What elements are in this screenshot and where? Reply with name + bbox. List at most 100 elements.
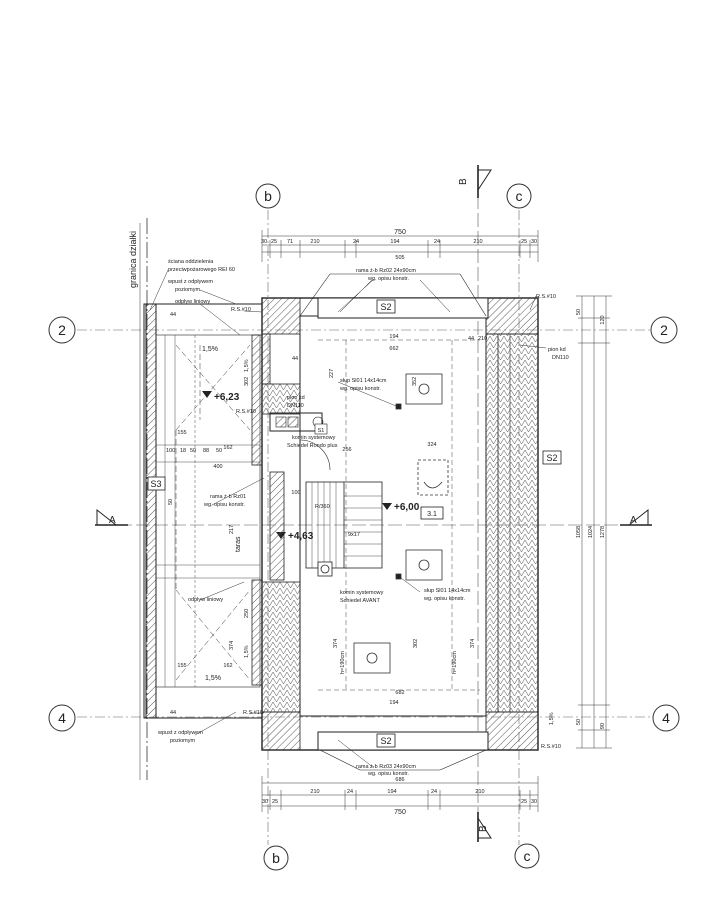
- svg-text:komin systemowy: komin systemowy: [340, 590, 384, 596]
- section-mark-b-bottom: B: [477, 812, 492, 842]
- top-dormer-frame: [299, 273, 489, 319]
- room-tag-3-1: 3.1: [420, 506, 444, 520]
- svg-text:b: b: [272, 850, 280, 866]
- bottom-dormer-frame: [317, 731, 489, 771]
- gutter-note-top: odpływ liniowy: [175, 299, 210, 305]
- dim-bottom-end-1: 30: [262, 799, 268, 805]
- dim-int-352: 352: [412, 377, 418, 386]
- dim-int-194-bottom: 194: [389, 700, 398, 706]
- svg-text:A: A: [109, 515, 116, 526]
- frame-note-left: rama ż-b Rz01 wg. opisu konstr.: [203, 494, 246, 508]
- svg-text:wg. opisu konstr.: wg. opisu konstr.: [423, 596, 465, 602]
- dim-bottom-total: 750: [394, 809, 406, 816]
- terrace-s3: S3: [147, 476, 166, 491]
- svg-text:B: B: [478, 825, 489, 832]
- left-terrace: [143, 303, 263, 719]
- dim-int-374-left: 374: [333, 639, 339, 648]
- svg-text:+6,23: +6,23: [214, 392, 240, 403]
- annotation-leaders: [149, 269, 547, 769]
- pion-kd-right: pion kd DN110: [548, 347, 569, 361]
- outflow-note-top: wpust z odpływem poziomym: [167, 279, 213, 293]
- post-note-top: słup Sl01 14x14cm wg. opisu konstr.: [339, 378, 387, 392]
- dim-right-1058: 1058: [576, 526, 582, 538]
- firewall-note: ściana oddzielenia przeciwpożarowego REI…: [168, 259, 235, 273]
- room-fixtures: [353, 373, 449, 674]
- section-mark-a-left: A: [95, 508, 128, 526]
- height-label-right: h=190cm: [452, 651, 458, 674]
- dim-bottom-24b: 24: [431, 789, 437, 795]
- dim-int-662: 662: [389, 346, 398, 352]
- dim-top-inner: 505: [395, 255, 404, 261]
- svg-text:3.1: 3.1: [427, 511, 437, 518]
- svg-text:rama ż-b Rz02 24x90cm: rama ż-b Rz02 24x90cm: [356, 268, 416, 274]
- svg-text:Schiedel Rondo plus: Schiedel Rondo plus: [287, 443, 338, 449]
- dim-left-155b: 155: [177, 663, 186, 669]
- svg-text:+6,00: +6,00: [394, 502, 420, 513]
- svg-text:wpust z odpływem: wpust z odpływem: [167, 279, 213, 285]
- dim-int-44b: 44: [468, 336, 474, 342]
- svg-text:wg. opisu konstr.: wg. opisu konstr.: [339, 386, 381, 392]
- level-mark-room: +6,00: [382, 502, 420, 513]
- svg-text:pion kd: pion kd: [548, 347, 566, 353]
- dim-left-44b: 44: [170, 710, 176, 716]
- dim-bottom-194: 194: [387, 789, 396, 795]
- dim-left-50: 50: [168, 499, 174, 505]
- axis-bubble-4-left: 4: [48, 704, 76, 732]
- axis-bubble-b-bottom: b: [263, 845, 289, 871]
- dim-top-end-3: 25: [521, 239, 527, 245]
- level-mark-terrace: +6,23: [202, 391, 240, 403]
- svg-text:c: c: [524, 848, 531, 864]
- svg-text:poziomym: poziomym: [175, 287, 200, 293]
- rs-label-top-right: R.S.#10: [536, 294, 556, 300]
- chimney-note-top: komin systemowy Schiedel Rondo plus: [287, 435, 338, 449]
- dim-int-194-top: 194: [389, 334, 398, 340]
- dim-bottom-end-4: 30: [531, 799, 537, 805]
- dim-left-217: 217: [229, 525, 235, 534]
- top-dormer-s2: S2: [376, 299, 396, 314]
- dim-row-50b: 50: [216, 448, 222, 454]
- right-s2-tag: S2: [542, 450, 562, 465]
- svg-text:S3: S3: [150, 479, 161, 489]
- svg-text:DN110: DN110: [287, 403, 304, 409]
- svg-text:przeciwpożarowego REI 60: przeciwpożarowego REI 60: [168, 267, 235, 273]
- right-dimension-chain: [576, 295, 612, 749]
- svg-text:wg. opisu konstr.: wg. opisu konstr.: [367, 771, 409, 777]
- stair-count: 9x17: [348, 532, 360, 538]
- svg-text:komin systemowy: komin systemowy: [292, 435, 336, 441]
- dim-right-50a: 50: [576, 309, 582, 315]
- dim-left-250: 250: [244, 609, 250, 618]
- post-note-bottom: słup Sl01 14x14cm wg. opisu konstr.: [423, 588, 471, 602]
- s1-tag: S1: [314, 423, 328, 435]
- pion-kd-left: pion kd DN110: [287, 395, 305, 409]
- svg-text:słup Sl01 14x14cm: słup Sl01 14x14cm: [340, 378, 387, 384]
- dim-left-155a: 155: [177, 430, 186, 436]
- svg-text:S2: S2: [546, 453, 557, 463]
- dim-int-302-right: 302: [413, 639, 419, 648]
- svg-text:wg. opisu konstr.: wg. opisu konstr.: [203, 502, 245, 508]
- svg-text:S2: S2: [380, 302, 391, 312]
- dim-left-162a: 162: [223, 445, 232, 451]
- svg-text:4: 4: [662, 710, 670, 726]
- dim-left-44a: 44: [170, 312, 176, 318]
- dim-int-44a: 44: [292, 356, 298, 362]
- dim-left-374: 374: [229, 641, 235, 650]
- axis-bubble-c-top: c: [506, 183, 532, 209]
- axis-bubble-2-left: 2: [48, 316, 76, 344]
- slope-label-b: 1,5%: [205, 675, 221, 682]
- svg-text:b: b: [264, 188, 272, 204]
- svg-text:rama ż-b Rz03 24x90cm: rama ż-b Rz03 24x90cm: [356, 764, 416, 770]
- rs-label-top-left: R.S.#10: [231, 307, 251, 313]
- dim-top-210a: 210: [310, 239, 319, 245]
- dim-bottom-end-2: 25: [272, 799, 278, 805]
- rs-label-mid-left: R.S.#10: [236, 409, 256, 415]
- rs-label-bottom-left: R.S.#10: [243, 710, 263, 716]
- wall-hatch-blocks: [261, 297, 539, 751]
- dim-top-194: 194: [390, 239, 399, 245]
- dim-right-120: 120: [600, 315, 606, 324]
- dim-int-682: 682: [395, 690, 404, 696]
- svg-text:c: c: [516, 188, 523, 204]
- terrace-slope-lines: [175, 344, 251, 681]
- dim-row-100: 100: [166, 448, 175, 454]
- dim-row-88: 88: [203, 448, 209, 454]
